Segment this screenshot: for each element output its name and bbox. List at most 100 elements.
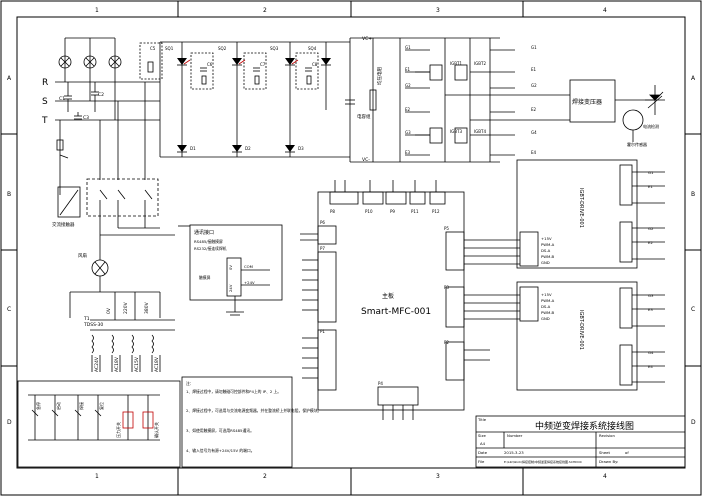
gate-g1-r: G1 (531, 45, 537, 50)
drv2-pin-1: PWM-A (541, 298, 555, 303)
cap-c2: C2 (98, 92, 104, 98)
scr-sq2: SQ2 (218, 46, 227, 51)
board-port-p12: P12 (432, 209, 440, 214)
fan-label: 风扇 (78, 252, 87, 259)
row-marker-c-r: C (691, 306, 695, 313)
tb-revision-label: Revision (599, 433, 615, 438)
notes-title: 注： (186, 381, 194, 386)
board-port-p11: P11 (411, 209, 419, 214)
gate-e2-l: E2 (405, 107, 411, 112)
bus-pos: VC+ (362, 36, 372, 42)
current-sensor-label: 电流检测 (643, 123, 659, 129)
board-port-p3: P3 (444, 285, 449, 290)
gate-e3-l: E3 (405, 150, 411, 155)
gate-e2-r: E2 (531, 107, 537, 112)
bus-cap: 电容组 (357, 113, 371, 120)
xfmr-model: TDSS-30 (83, 322, 103, 328)
tb-file-label: File (478, 459, 485, 464)
col-marker-1b: 1 (95, 473, 99, 480)
xfmr-out-2: AC18V (114, 356, 120, 372)
ctrl-estop: 急停 (35, 402, 41, 410)
scr-sq4: SQ4 (308, 46, 317, 51)
bus-neg: VC- (362, 157, 370, 163)
cap-c3: C3 (83, 115, 89, 121)
igbt3-label: IGBT3 (450, 129, 462, 134)
tb-title: 中频逆变焊接系统接线图 (535, 420, 634, 432)
comm-title: 通讯接口 (194, 229, 214, 236)
row-marker-d-r: D (691, 419, 696, 426)
gate-e1-r: E1 (531, 67, 537, 72)
ctrl-start: 启动 (55, 402, 61, 410)
tb-title-label: Title (477, 417, 487, 422)
board-port-p8: P8 (330, 209, 335, 214)
note-1: 1、焊接过程中，请勿触碰可控部件和P4上的 IP、2 上。 (186, 389, 281, 394)
row-marker-d: D (7, 419, 12, 426)
ctrl-reset: 复位 (98, 402, 104, 410)
gate-g2-r: G2 (531, 83, 537, 88)
xfmr-t1: T1 (83, 316, 90, 322)
gate-g2-l: G2 (405, 83, 411, 88)
comm-line-2: RS232/接连续焊机 (194, 246, 227, 251)
drv1-out-2: G2 (648, 226, 654, 231)
ctrl-pressure: 压力开关 (115, 422, 121, 438)
ctrl-weld: 焊接 (78, 402, 84, 410)
drv1-out-1: E1 (648, 184, 653, 189)
drv2-out-3: E4 (648, 364, 653, 369)
comm-plus24: +24V (244, 280, 255, 285)
comm-0v: 0V (228, 265, 233, 270)
gate-g3-l: G3 (405, 130, 411, 135)
bus-res: 均压电阻 (376, 67, 383, 85)
col-marker-4b: 4 (603, 473, 607, 480)
diode-d1: D1 (190, 146, 196, 151)
tb-date: 2015-3-23 (504, 450, 524, 455)
xfmr-tap-0v: 0V (106, 307, 112, 314)
board-port-p7: P7 (320, 246, 325, 251)
phase-s: S (42, 97, 48, 107)
ctrl-confirm: 确认开关 (153, 422, 159, 438)
diode-d3: D3 (298, 146, 304, 151)
drv2-pin-4: GND (541, 316, 550, 321)
scr-c7: C7 (260, 62, 266, 67)
scr-sq3: SQ3 (270, 46, 279, 51)
diode-d2: D2 (245, 146, 251, 151)
board-port-p9: P9 (390, 209, 395, 214)
board-port-p1: P1 (320, 329, 325, 334)
drv1-out-0: G1 (648, 170, 654, 175)
drv1-pin-0: +15V (541, 236, 552, 241)
col-marker-2b: 2 (263, 473, 267, 480)
drv2-pin-3: PWM-B (541, 310, 555, 315)
scr-sq1: SQ1 (165, 46, 174, 51)
phase-t: T (41, 116, 48, 126)
drv2-out-1: E3 (648, 307, 653, 312)
igbt1-label: IGBT1 (450, 61, 462, 66)
xfmr-tap-220: 220V (123, 301, 129, 314)
gate-g1-l: G1 (405, 45, 411, 50)
scr-c6: C6 (207, 62, 213, 67)
phase-r: R (42, 78, 48, 88)
row-marker-a: A (7, 75, 12, 82)
igbt4-label: IGBT4 (474, 129, 486, 134)
col-marker-3: 3 (436, 7, 440, 14)
drv1-pin-2: DS-A (541, 248, 551, 253)
comm-screen: 触摸屏 (199, 275, 211, 280)
row-marker-a-r: A (691, 75, 696, 82)
drv1-pin-1: PWM-A (541, 242, 555, 247)
tb-size: A4 (480, 441, 486, 446)
weld-transformer-label: 焊接变压器 (572, 98, 602, 106)
tb-date-label: Date (478, 450, 488, 455)
board-port-p2: P2 (444, 340, 449, 345)
note-2: 2、焊接过程中，可选用与交流电源变频器，并在整流桥上并联电阻，保护模块。 (186, 408, 321, 413)
drv2-out-0: G3 (648, 293, 654, 298)
xfmr-out-4: AC18V (154, 356, 160, 372)
drv1-pin-3: PWM-B (541, 254, 555, 259)
row-marker-c: C (7, 306, 11, 313)
col-marker-1: 1 (95, 7, 99, 14)
col-marker-2: 2 (263, 7, 267, 14)
row-marker-b-r: B (691, 191, 695, 198)
comm-line-1: RS485/接触摸屏 (194, 239, 223, 244)
drv1-out-3: E2 (648, 240, 653, 245)
hall-sensor-label: 霍尔传感器 (627, 141, 647, 147)
xfmr-out-1: AC24V (94, 356, 100, 372)
tb-number-label: Number (507, 433, 523, 438)
